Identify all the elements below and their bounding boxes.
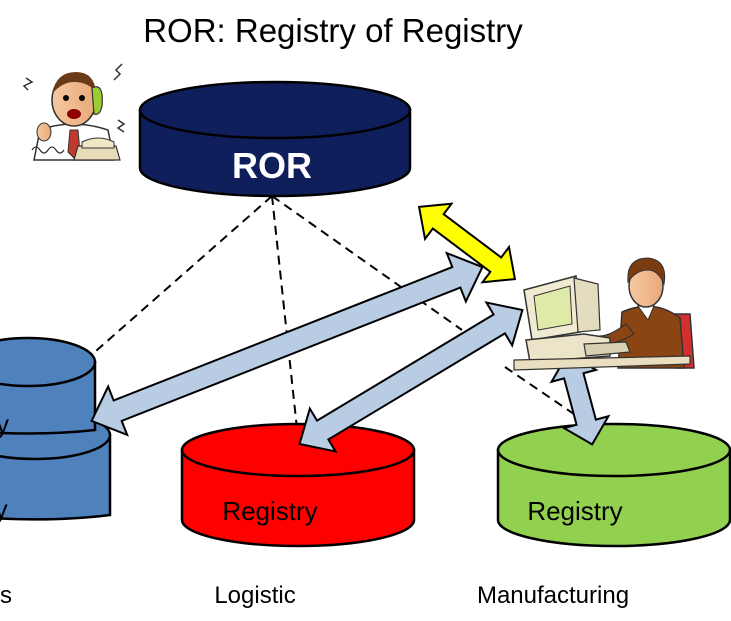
left-registry-bottom-label: ry bbox=[0, 494, 8, 524]
ror-label: ROR bbox=[232, 145, 312, 186]
ror-database: ROR bbox=[138, 80, 412, 198]
double-arrow-ror-computer bbox=[417, 202, 517, 284]
double-arrow-manufacturing-computer bbox=[549, 352, 611, 446]
diagram-title: ROR: Registry of Registry bbox=[143, 12, 523, 49]
data-flow-arrows bbox=[90, 251, 611, 453]
left-registry-caption: s bbox=[0, 582, 12, 609]
double-arrow-left-computer bbox=[90, 251, 484, 437]
logistic-registry-label: Registry bbox=[222, 496, 317, 526]
dashed-link-logistic bbox=[271, 195, 299, 439]
manufacturing-registry: Registry bbox=[496, 422, 731, 548]
dashed-link-right bbox=[271, 195, 463, 331]
manufacturing-caption: Manufacturing bbox=[477, 582, 629, 609]
left-registry-stack: y ry bbox=[0, 336, 112, 524]
computer-user-icon bbox=[513, 257, 695, 371]
left-registry-top-label: y bbox=[0, 409, 9, 439]
stressed-phone-man-icon bbox=[22, 63, 126, 161]
manufacturing-registry-label: Registry bbox=[527, 496, 622, 526]
logistic-registry: Registry bbox=[180, 422, 416, 548]
logistic-caption: Logistic bbox=[214, 582, 295, 609]
double-arrow-logistic-computer bbox=[298, 301, 524, 453]
dashed-link-left bbox=[87, 195, 273, 359]
